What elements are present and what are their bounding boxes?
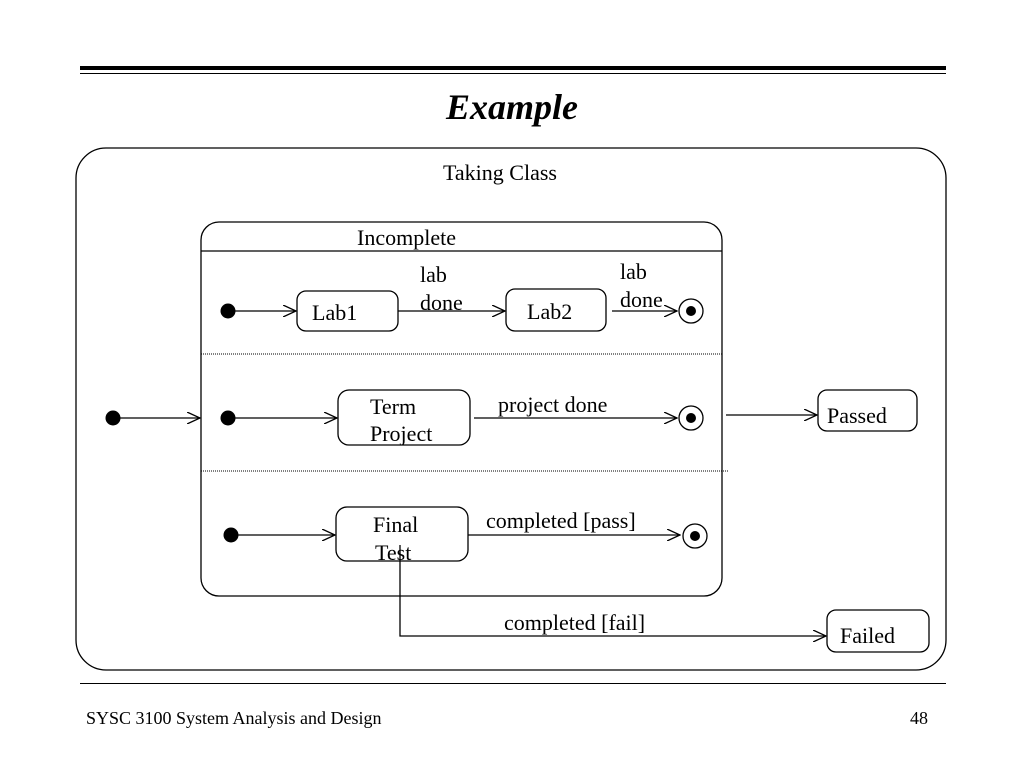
final-test-label-2: Test [375,540,411,565]
lab-done-label-2b: done [620,287,663,312]
final-test-state [335,506,469,562]
failed-label: Failed [840,623,895,648]
term-project-label-2: Project [370,421,432,446]
failed-state [826,609,930,653]
completed-pass-label: completed [pass] [486,508,636,533]
lab2-state [505,288,607,332]
lab1-label: Lab1 [312,300,357,325]
region3-final-dot [690,531,700,541]
term-project-label-1: Term [370,394,416,419]
passed-label: Passed [827,403,887,428]
lab-done-label-2a: lab [620,259,647,284]
completed-fail-label: completed [fail] [504,610,645,635]
top-rule [80,66,946,70]
term-project-state [337,389,471,446]
slide-title: Example [446,87,578,127]
completed-fail-transition [399,545,826,636]
project-done-label: project done [498,392,607,417]
lab-done-label-1b: done [420,290,463,315]
region2-final-dot [686,413,696,423]
top-rule-thin [80,73,946,74]
incomplete-label: Incomplete [357,225,456,250]
taking-class-state [75,147,947,671]
lab2-label: Lab2 [527,299,572,324]
final-test-label-1: Final [373,512,418,537]
bottom-rule [80,683,946,684]
region1-final-dot [686,306,696,316]
taking-class-label: Taking Class [443,160,557,185]
page-number: 48 [910,708,928,728]
passed-state [817,389,918,432]
lab-done-label-1a: lab [420,262,447,287]
incomplete-state [200,221,723,597]
footer-course-title: SYSC 3100 System Analysis and Design [86,708,382,728]
